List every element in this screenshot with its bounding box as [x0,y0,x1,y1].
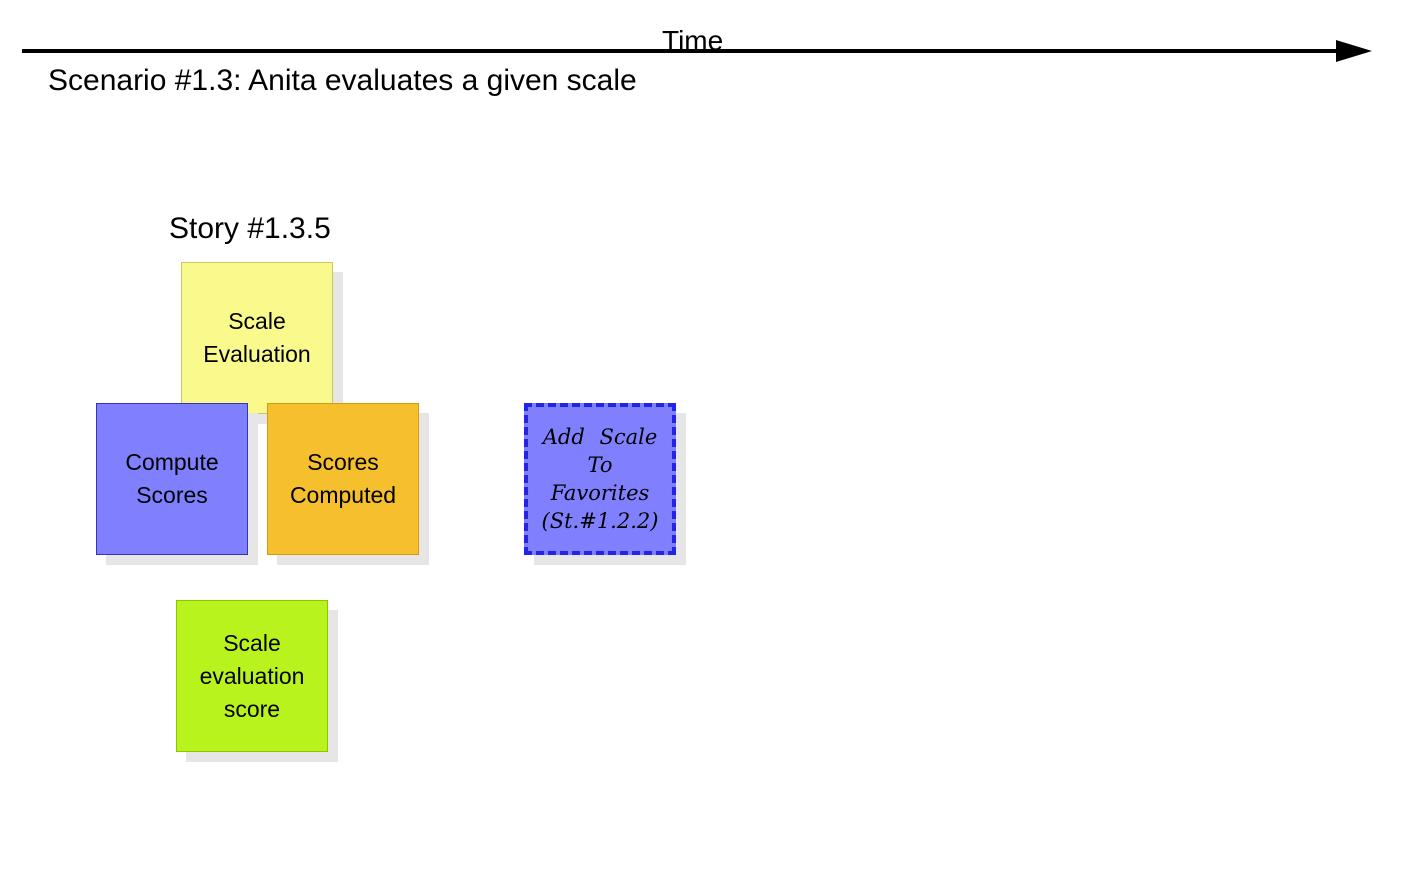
scenario-title: Scenario #1.3: Anita evaluates a given s… [48,64,637,97]
timeline-arrow [22,40,1372,62]
sticky-note-label: Scores Computed [289,449,397,508]
sticky-note-add-scale-to-favorites[interactable]: Add Scale To Favorites (St.#1.2.2) [524,403,676,555]
sticky-note-label: Compute Scores [125,449,219,508]
sticky-note-scale-evaluation[interactable]: Scale Evaluation [181,262,333,414]
timeline-label: Time [662,25,724,56]
story-title: Story #1.3.5 [169,212,331,245]
sticky-note-scale-evaluation-score[interactable]: Scale evaluation score [176,600,328,752]
sticky-note-scores-computed[interactable]: Scores Computed [267,403,419,555]
sticky-note-label: Scale evaluation score [199,629,305,722]
sticky-note-compute-scores[interactable]: Compute Scores [96,403,248,555]
sticky-note-label: Add Scale To Favorites (St.#1.2.2) [541,425,659,533]
sticky-note-label: Scale Evaluation [203,308,311,367]
timeline-arrowhead [1336,40,1372,62]
